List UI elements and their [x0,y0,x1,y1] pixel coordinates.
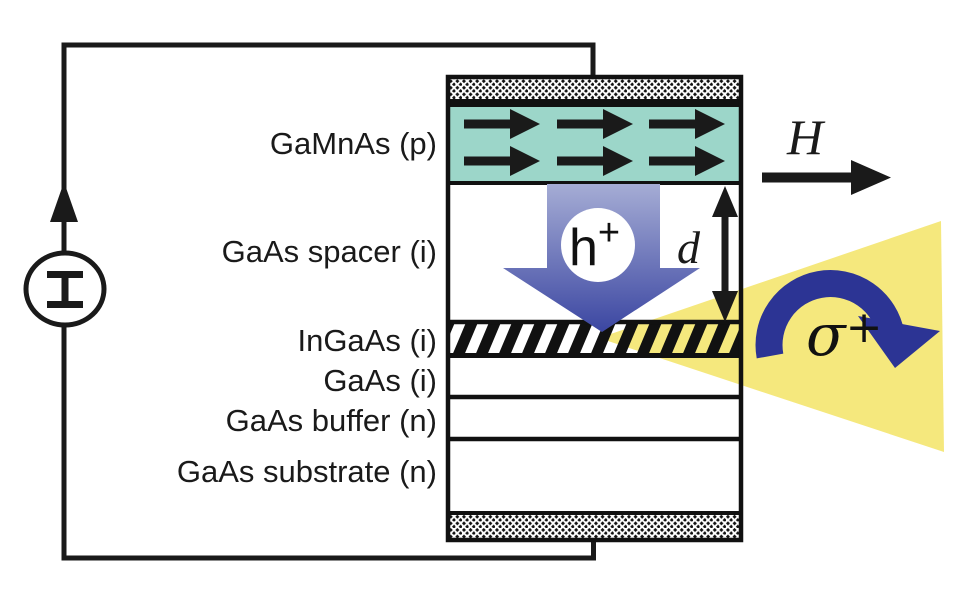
hole-charge-sign: + [597,212,621,254]
layer-label-substrate: GaAs substrate (n) [176,454,437,489]
layer-label-spacer: GaAs spacer (i) [221,234,437,269]
layer-label-gamnas: GaMnAs (p) [269,126,437,161]
circuit-wire [61,42,596,561]
layer-label-ingaas: InGaAs (i) [297,323,437,358]
field-arrow-icon [762,160,891,195]
layer-label-buffer: GaAs buffer (n) [225,403,437,438]
layer-label-gaas-i: GaAs (i) [323,363,437,398]
current-source-icon [23,250,107,328]
gamnas-layer [446,103,743,185]
emission-arrow-icon [755,270,940,368]
hole-flow-arrow-icon [503,184,700,332]
thickness-arrow-icon [712,186,738,322]
sigma-polarization-sign: + [845,302,883,353]
thickness-label: d [677,222,700,273]
magnetic-field-label: H [787,109,824,165]
device-outline [445,74,744,543]
hole-circle [561,208,635,282]
current-arrow-up-icon [50,182,78,222]
sigma-plus-label: σ+ [806,306,882,365]
top-contact-layer [446,75,743,103]
hole-symbol: h [569,219,598,277]
sigma-symbol: σ [806,301,846,369]
magnetization-arrows-icon [464,109,725,176]
bottom-contact-layer [446,511,743,542]
hole-symbol-label: h+ [569,214,620,277]
